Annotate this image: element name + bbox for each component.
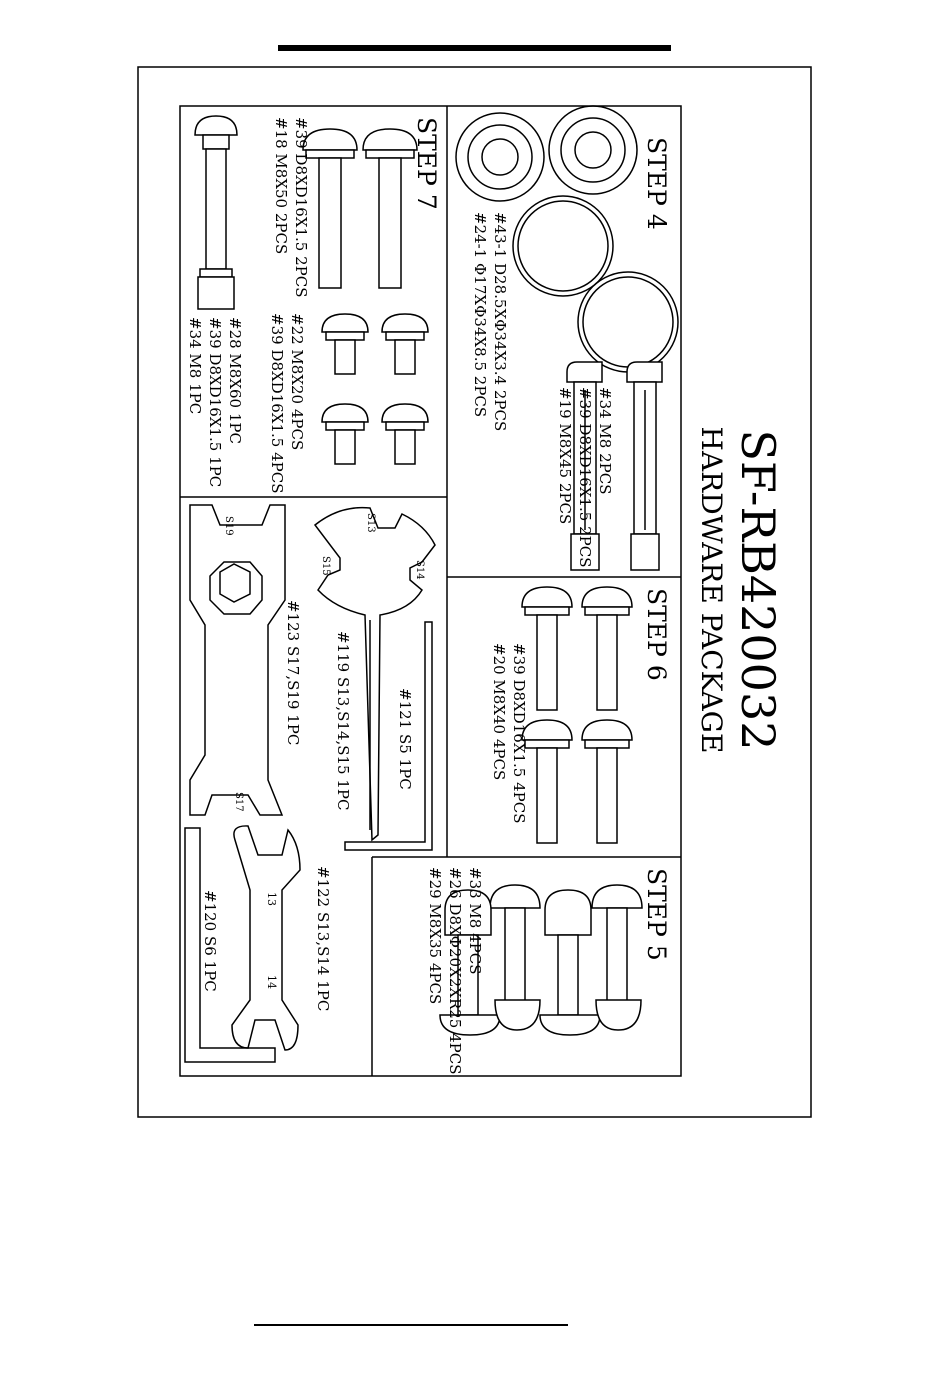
outer-frame bbox=[137, 66, 812, 1118]
step6-part-1: #20 M8X40 4PCS bbox=[490, 643, 508, 780]
wrench-s17-s19 bbox=[189, 504, 286, 816]
step4-heading: STEP 4 bbox=[642, 137, 671, 230]
wrench-mark-14: 14 bbox=[265, 975, 278, 989]
step7-part-4: #39 D8XD16X1.5 4PCS bbox=[268, 313, 286, 493]
step4-part-4: #39 D8XD16X1.5 2PCS bbox=[576, 387, 594, 567]
wrench-mark-s13: S13 bbox=[365, 513, 376, 533]
wrench-s13-s14 bbox=[231, 825, 301, 1051]
step7-part-7: #34 M8 1PC bbox=[186, 317, 204, 414]
step5-heading: STEP 5 bbox=[642, 868, 671, 961]
bolt-group-step7 bbox=[194, 115, 429, 465]
step7-part-1: #18 M8X50 2PCS bbox=[272, 117, 290, 254]
step5-part-3: #33 M8 4PCS bbox=[466, 867, 484, 974]
inner-panel bbox=[179, 105, 682, 1077]
document-title: SF-RB420032 bbox=[731, 430, 785, 751]
tool-119-label: #119 S13,S14,S15 1PC bbox=[334, 631, 352, 810]
tool-121-label: #121 S5 1PC bbox=[396, 688, 414, 790]
step6-heading: STEP 6 bbox=[642, 588, 671, 681]
step7-part-6: #39 D8XD16X1.5 1PC bbox=[206, 317, 224, 487]
tool-120-label: #120 S6 1PC bbox=[201, 890, 219, 992]
bolt-group-step4 bbox=[566, 361, 663, 571]
step4-part-2: #43-1 D28.5XΦ34X3.4 2PCS bbox=[491, 212, 509, 431]
wrench-mark-s14: S14 bbox=[414, 560, 425, 580]
step4-part-5: #34 M8 2PCS bbox=[596, 387, 614, 494]
step5-part-1: #29 M8X35 4PCS bbox=[426, 867, 444, 1004]
washer-group-step4 bbox=[455, 105, 679, 373]
tool-123-label: #123 S17,S19 1PC bbox=[284, 600, 302, 745]
wrench-mark-s15: S15 bbox=[320, 556, 331, 576]
step7-part-2: #39 D8XD16X1.5 2PCS bbox=[292, 117, 310, 297]
step4-part-3: #19 M8X45 2PCS bbox=[556, 387, 574, 524]
step4-part-1: #24-1 Φ17XΦ34X8.5 2PCS bbox=[471, 212, 489, 417]
document-subtitle: HARDWARE PACKAGE bbox=[695, 427, 728, 754]
wrench-s13-s14-s15 bbox=[313, 506, 436, 842]
bolt-group-step6 bbox=[521, 586, 633, 844]
wrench-mark-s19: S19 bbox=[223, 516, 234, 536]
wrench-mark-s17: S17 bbox=[233, 792, 244, 812]
wrench-mark-13: 13 bbox=[265, 892, 278, 906]
step7-part-5: #28 M8X60 1PC bbox=[226, 317, 244, 444]
tool-122-label: #122 S13,S14 1PC bbox=[314, 866, 332, 1011]
bolt-group-step5 bbox=[439, 884, 643, 1036]
allen-key-s5 bbox=[344, 621, 433, 851]
top-rule bbox=[278, 45, 671, 51]
step7-heading: STEP 7 bbox=[412, 117, 441, 210]
step5-part-2: #26 D8XΦ20X2XR25 4PCS bbox=[446, 867, 464, 1075]
allen-key-s6 bbox=[184, 827, 276, 1063]
bottom-rule bbox=[254, 1324, 568, 1326]
step7-part-3: #22 M8X20 4PCS bbox=[288, 313, 306, 450]
step6-part-2: #39 D8XD16X1.5 4PCS bbox=[510, 643, 528, 823]
